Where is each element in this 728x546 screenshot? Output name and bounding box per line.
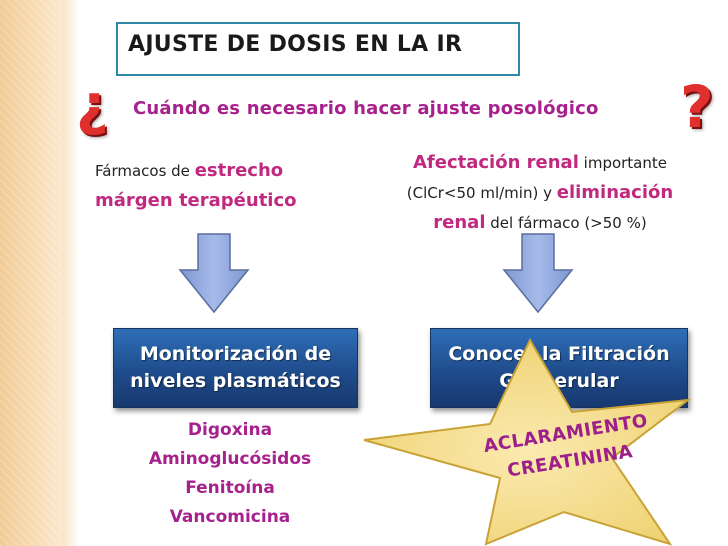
down-arrow-icon bbox=[178, 233, 250, 314]
monitoring-box: Monitorización de niveles plasmáticos bbox=[113, 328, 358, 408]
right-criterion-text: del fármaco (>50 %) bbox=[485, 214, 647, 232]
left-criterion-highlight: márgen terapéutico bbox=[95, 190, 297, 211]
drug-list-item: Aminoglucósidos bbox=[148, 449, 312, 469]
drug-list-item: Digoxina bbox=[187, 420, 273, 440]
monitoring-box-line: Monitorización de bbox=[139, 343, 332, 365]
star-burst-icon bbox=[363, 337, 692, 546]
drug-list: Digoxina Aminoglucósidos Fenitoína Vanco… bbox=[130, 416, 330, 532]
left-criterion-highlight: estrecho bbox=[194, 160, 284, 181]
inverted-question-mark-icon: ¿ bbox=[76, 73, 109, 138]
glomerular-filtration-box-line: Conocer la Filtración bbox=[448, 343, 670, 365]
monitoring-box-line: niveles plasmáticos bbox=[130, 370, 341, 392]
question-heading: Cuándo es necesario hacer ajuste posológ… bbox=[133, 98, 599, 119]
decorative-side-band-edge bbox=[62, 0, 80, 546]
question-mark-icon: ? bbox=[680, 73, 714, 141]
right-criterion-highlight: eliminación bbox=[556, 182, 674, 203]
left-criterion: Fármacos de estrecho márgen terapéutico bbox=[95, 156, 355, 215]
right-criterion-highlight: Afectación renal bbox=[412, 152, 579, 173]
slide-title: AJUSTE DE DOSIS EN LA IR bbox=[128, 32, 463, 57]
drug-list-item: Vancomicina bbox=[169, 507, 291, 527]
glomerular-filtration-box: Conocer la Filtración Glomerular bbox=[430, 328, 688, 408]
down-arrow-icon bbox=[502, 233, 574, 314]
left-criterion-text: Fármacos de bbox=[95, 162, 195, 180]
title-box: AJUSTE DE DOSIS EN LA IR bbox=[116, 22, 520, 76]
drug-list-item: Fenitoína bbox=[185, 478, 275, 498]
right-criterion: Afectación renal importante (ClCr<50 ml/… bbox=[380, 148, 700, 238]
right-criterion-text: importante bbox=[578, 154, 667, 172]
decorative-side-band bbox=[0, 0, 62, 546]
right-criterion-highlight: renal bbox=[433, 212, 486, 233]
right-criterion-text: (ClCr<50 ml/min) y bbox=[406, 184, 557, 202]
